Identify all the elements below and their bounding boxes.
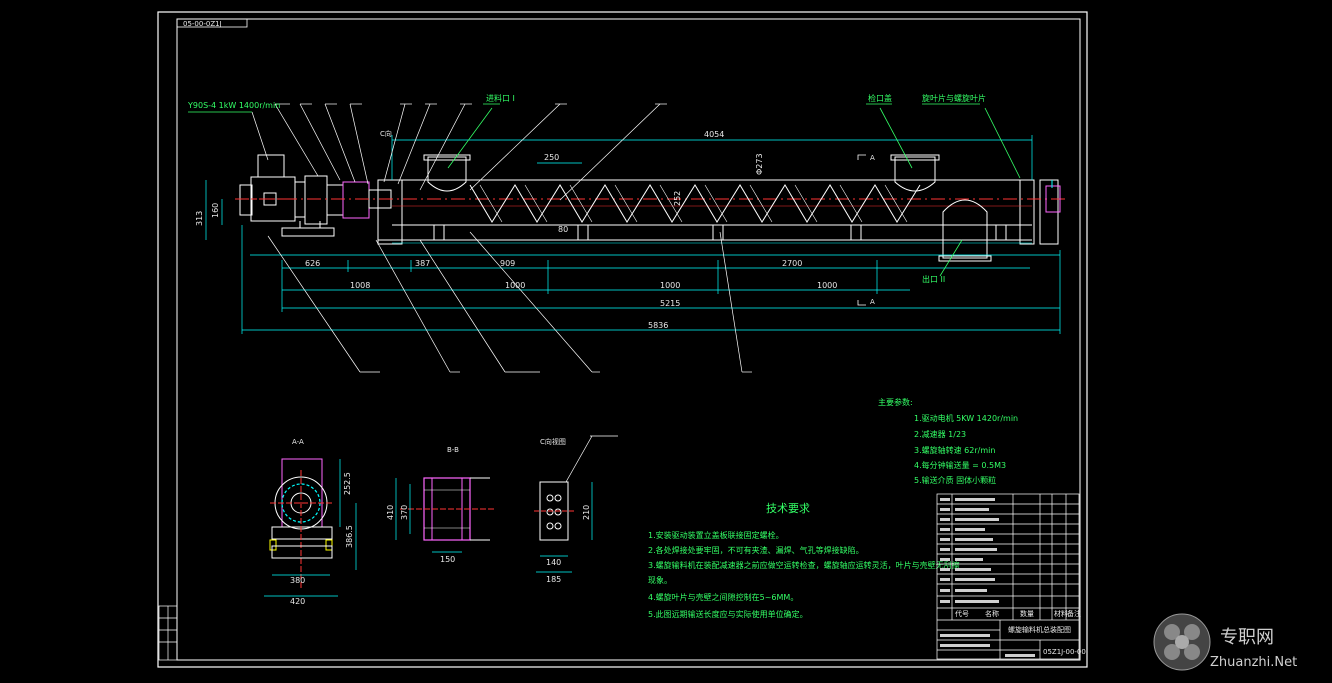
view-c-w2: 185 [546, 575, 561, 584]
section-a-bottom: A [870, 298, 875, 306]
feed-port-label: 进料口 I [486, 93, 515, 103]
tb-col: 数量 [1020, 609, 1034, 618]
view-c-h1: 210 [582, 505, 591, 520]
outer-border [157, 11, 1088, 668]
view-c: C向视图 210 140 185 [534, 435, 618, 584]
view-aa-d1: 252.5 [343, 472, 352, 495]
tb-col: 名称 [985, 609, 999, 618]
dim-span-2: 1000 [505, 281, 525, 290]
params-title: 主要参数: [878, 397, 913, 407]
view-bb-w1: 150 [440, 555, 455, 564]
leader-lines-bottom [267, 231, 752, 373]
inspection-port [890, 154, 940, 192]
view-bb: B-B 410 370 150 [386, 446, 496, 564]
dim-pitch: 250 [544, 153, 559, 162]
tech-line: 2.各处焊接处要牢固，不可有夹渣、漏焊、气孔等焊接缺陷。 [648, 545, 864, 555]
dim-len-2: 5836 [648, 321, 668, 330]
view-bb-h1: 410 [386, 505, 395, 520]
dim-seg-d: 2700 [782, 259, 802, 268]
param-line: 5.输送介质 固体小颗粒 [914, 475, 996, 485]
watermark-cn: 专职网 [1220, 627, 1274, 648]
screw-flights [469, 184, 921, 223]
trough-supports [433, 224, 1007, 241]
tb-drawing-no: 05Z1J-00-00 [1043, 648, 1086, 656]
tb-col: 材料 [1054, 609, 1068, 618]
trough-body [377, 179, 1059, 245]
view-bb-h2: 370 [400, 505, 409, 520]
inspection-cover-label: 检口盖 [868, 93, 892, 103]
tb-drawing-name: 螺旋输料机总装配图 [1008, 625, 1071, 634]
param-line: 3.螺旋轴转速 62r/min [914, 445, 995, 455]
dim-span-4: 1000 [817, 281, 837, 290]
dim-blade-dia: Φ273 [755, 153, 764, 175]
dim-small: 80 [558, 225, 568, 234]
revision-strip [158, 605, 178, 661]
tech-line: 1.安装驱动装置立盖板联接固定螺栓。 [648, 530, 784, 540]
tb-col: 备注 [1067, 609, 1081, 618]
view-aa-title: A-A [292, 438, 304, 446]
section-markers [857, 154, 866, 306]
view-bb-title: B-B [447, 446, 459, 454]
dim-total-inner: 4054 [704, 130, 724, 139]
leader-lines-green [188, 103, 1021, 179]
inner-border [176, 18, 1081, 661]
view-aa-d2: 386.5 [345, 525, 354, 548]
dim-span-1: 1008 [350, 281, 370, 290]
param-line: 1.驱动电机 5KW 1420r/min [914, 413, 1018, 423]
dim-motor-h2: 313 [195, 211, 204, 226]
motor [239, 154, 392, 237]
tech-line: 3.螺旋输料机在装配减速器之前应做空运转检查，螺旋轴应运转灵活，叶片与壳壁无刮擦 [648, 560, 960, 570]
view-aa: A-A 380 420 252.5 386.5 [264, 438, 357, 606]
discharge-label: 出口 II [922, 274, 945, 284]
dim-seg-c: 909 [500, 259, 515, 268]
view-c-title: C向视图 [540, 437, 566, 446]
feed-port [423, 154, 471, 192]
tb-col: 代号 [955, 609, 969, 618]
view-aa-w2: 420 [290, 597, 305, 606]
dim-len-1: 5215 [660, 299, 680, 308]
corner-tag: 05-00-0Z1J [183, 20, 222, 28]
view-c-w1: 140 [546, 558, 561, 567]
dim-seg-a: 626 [305, 259, 320, 268]
tech-title: 技术要求 [766, 502, 810, 515]
section-a-top: A [870, 154, 875, 162]
watermark: 专职网 Zhuanzhi.Net [1153, 613, 1297, 671]
motor-note: Y90S-4 1kW 1400r/min [187, 101, 280, 110]
dim-span-3: 1000 [660, 281, 680, 290]
discharge-port [938, 199, 992, 262]
dim-motor-h1: 160 [211, 203, 220, 218]
blade-label: 旋叶片与螺旋叶片 [922, 93, 986, 103]
dim-seg-b: 387 [415, 259, 430, 268]
tech-line: 4.螺旋叶片与壳壁之间隙控制在5~6MM。 [648, 592, 798, 602]
leader-lines-top [251, 103, 667, 201]
dimension-lines [205, 135, 1061, 334]
main-elevation [235, 154, 1065, 262]
title-block [936, 493, 1080, 660]
view-aa-w1: 380 [290, 576, 305, 585]
dim-small-b: 252 [673, 191, 682, 206]
technical-requirements: 技术要求 1.安装驱动装置立盖板联接固定螺栓。 2.各处焊接处要牢固，不可有夹渣… [648, 502, 960, 619]
param-line: 2.减速器 1/23 [914, 429, 966, 439]
tech-line: 现象。 [648, 575, 672, 585]
watermark-en: Zhuanzhi.Net [1210, 655, 1297, 670]
param-line: 4.每分钟输送量 = 0.5M3 [914, 460, 1006, 470]
section-c-marker: C向 [380, 129, 392, 138]
main-parameters: 主要参数: 1.驱动电机 5KW 1420r/min 2.减速器 1/23 3.… [878, 397, 1018, 485]
tech-line: 5.此图远期输送长度应与实际使用单位确定。 [648, 609, 808, 619]
